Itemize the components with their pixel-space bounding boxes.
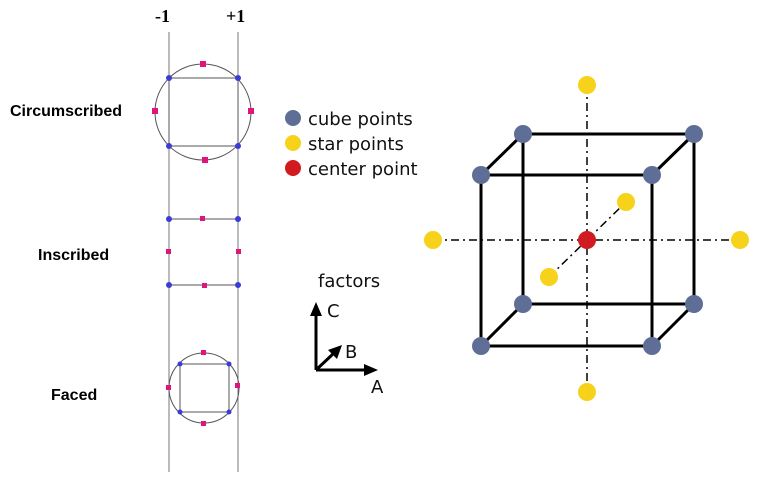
ccd-cube xyxy=(424,76,749,401)
cube-point xyxy=(166,282,172,288)
legend-center-label: center point xyxy=(308,159,418,180)
cube-point xyxy=(226,361,232,367)
star-point xyxy=(248,108,254,114)
circumscribed-design: Circumscribed xyxy=(10,61,254,163)
legend-cube-marker xyxy=(285,110,301,126)
factor-axes: factors C A B xyxy=(310,271,384,398)
cube-point xyxy=(166,216,172,222)
cube-point xyxy=(166,143,172,149)
axis-b-label: B xyxy=(345,342,357,363)
axis-c-label: C xyxy=(327,301,340,322)
star-point xyxy=(202,157,208,163)
legend-star-marker xyxy=(285,135,301,151)
cube-point xyxy=(235,143,241,149)
star-point xyxy=(540,268,558,286)
level-high-label: +1 xyxy=(226,6,245,26)
star-point xyxy=(236,249,241,254)
cube-point xyxy=(514,295,532,313)
cube-point xyxy=(685,295,703,313)
legend: cube points star points center point xyxy=(285,109,418,180)
design-variants: -1 +1 Circumscribed Inscribed xyxy=(10,6,254,472)
level-low-label: -1 xyxy=(155,6,170,26)
center-point xyxy=(578,231,596,249)
star-point xyxy=(731,231,749,249)
star-point xyxy=(201,350,206,355)
star-point xyxy=(166,249,171,254)
faced-label: Faced xyxy=(51,387,97,404)
factors-title: factors xyxy=(318,271,380,292)
cube-point xyxy=(514,125,532,143)
star-point xyxy=(166,385,171,390)
inscribed-label: Inscribed xyxy=(38,247,109,264)
cube-point xyxy=(177,409,183,415)
cube-front-face xyxy=(479,173,654,348)
legend-star-label: star points xyxy=(308,134,404,155)
star-point xyxy=(202,283,207,288)
legend-cube-label: cube points xyxy=(308,109,413,130)
circumscribed-square xyxy=(168,77,239,147)
cube-point xyxy=(166,75,172,81)
faced-design: Faced xyxy=(51,350,240,426)
axis-b-arrow xyxy=(328,345,342,359)
star-point xyxy=(201,421,206,426)
cube-point xyxy=(643,166,661,184)
star-point xyxy=(424,231,442,249)
cube-point xyxy=(235,75,241,81)
cube-point xyxy=(177,361,183,367)
cube-point xyxy=(685,125,703,143)
cube-point xyxy=(235,216,241,222)
axis-c-arrow xyxy=(310,302,322,316)
cube-point xyxy=(643,337,661,355)
circumscribed-label: Circumscribed xyxy=(10,103,122,120)
star-point xyxy=(200,61,206,67)
faced-square xyxy=(179,363,230,413)
cube-point xyxy=(472,166,490,184)
cube-point xyxy=(472,337,490,355)
axis-a-arrow xyxy=(364,364,378,376)
star-point xyxy=(152,108,158,114)
legend-center-marker xyxy=(285,160,301,176)
star-point xyxy=(200,216,205,221)
inscribed-design: Inscribed xyxy=(38,216,241,288)
axis-a-label: A xyxy=(371,377,384,398)
star-point xyxy=(578,383,596,401)
star-point xyxy=(578,76,596,94)
star-point xyxy=(235,383,240,388)
cube-point xyxy=(226,409,232,415)
star-point xyxy=(617,193,635,211)
cube-point xyxy=(235,282,241,288)
